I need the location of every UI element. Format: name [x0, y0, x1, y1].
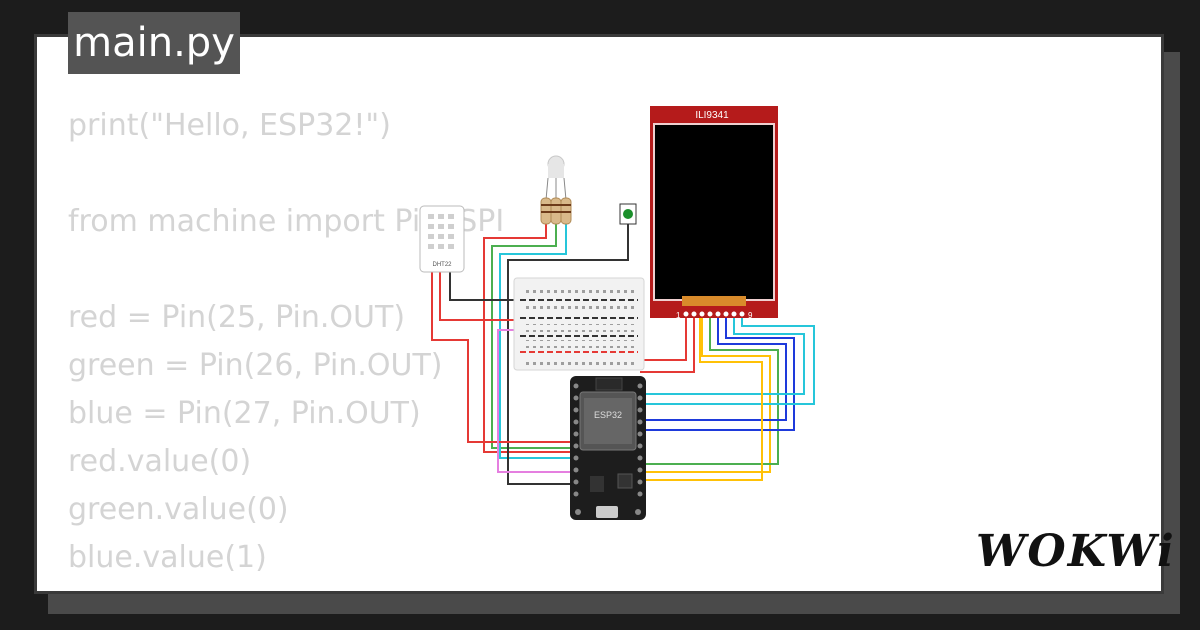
code-line: red.value(0) [68, 444, 252, 479]
ili9341-display: ILI9341 1 9 [650, 106, 778, 320]
code-line: green.value(0) [68, 492, 289, 527]
pin-label-first: 1 [676, 311, 681, 320]
wire-red-dht [431, 272, 578, 443]
wires [431, 208, 815, 485]
sensor-label: DHT22 [432, 262, 452, 268]
wire-cyan [499, 208, 578, 459]
code-line: blue.value(1) [68, 540, 267, 575]
wire-yellow [640, 316, 771, 473]
wire-red [483, 208, 578, 453]
wire-yellow2 [640, 316, 763, 481]
code-editor[interactable]: print("Hello, ESP32!") from machine impo… [68, 102, 504, 582]
wire-black-button [507, 224, 629, 485]
pin-label-last: 9 [748, 311, 753, 320]
resistors [540, 197, 572, 225]
esp32-board: ESP32 [570, 376, 646, 520]
file-tab[interactable]: main.py [68, 12, 240, 74]
wire-cyan-lcd [640, 316, 805, 395]
wire-cyan-lcd2 [640, 316, 815, 405]
wokwi-logo: WOKWi [976, 526, 1176, 577]
display-label: ILI9341 [695, 110, 729, 121]
push-button[interactable] [619, 203, 637, 225]
breadboard [513, 277, 645, 371]
wire-blue2 [640, 316, 795, 431]
dht22-sensor: DHT22 [419, 205, 465, 273]
code-line: red = Pin(25, Pin.OUT) [68, 300, 406, 335]
code-line: green = Pin(26, Pin.OUT) [68, 348, 443, 383]
wire-green-lcd [640, 316, 779, 465]
rgb-led [545, 155, 567, 201]
wire-green [491, 208, 578, 449]
wire-black-dht [449, 272, 520, 301]
wire-blue [640, 316, 787, 421]
wire-red-dht2 [439, 272, 518, 321]
wire-red-lcd2 [640, 316, 695, 373]
code-line: blue = Pin(27, Pin.OUT) [68, 396, 421, 431]
board-label: ESP32 [594, 410, 622, 420]
code-line: print("Hello, ESP32!") [68, 108, 391, 143]
